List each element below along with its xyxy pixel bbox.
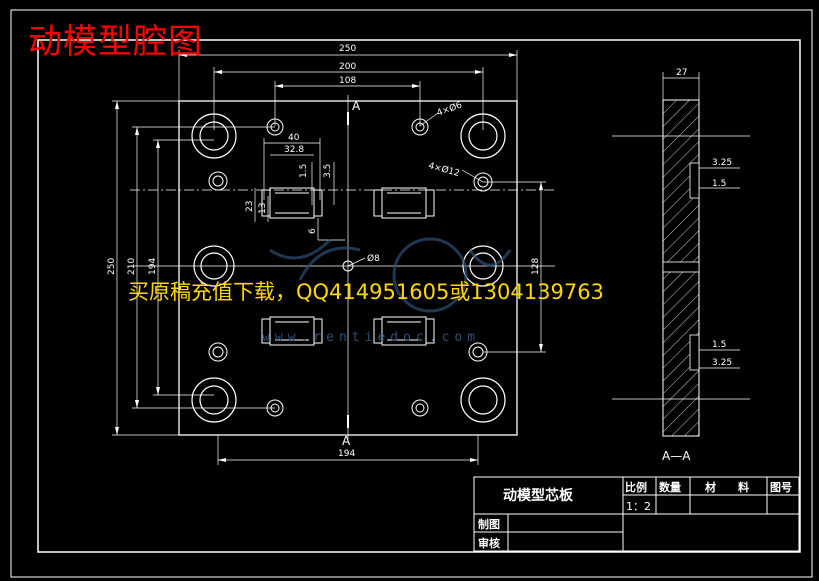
watermark-url: www.rentiedoc.com <box>262 330 480 345</box>
tb-scale-value: 1：2 <box>626 500 651 513</box>
dim-4x12: 4×Ø12 <box>427 160 461 179</box>
dim-6: 6 <box>308 228 318 234</box>
cavity-tl <box>261 187 323 219</box>
dim-32-8: 32.8 <box>284 145 304 155</box>
dim-194-left: 194 <box>148 258 158 275</box>
guide-hole-tl <box>191 113 237 159</box>
dim-194-bottom: 194 <box>338 449 355 459</box>
watermark-text: 买原稿充值下载，QQ414951605或1304139763 <box>128 280 604 304</box>
tb-drawn-by-label: 制图 <box>478 518 500 531</box>
section-view-label: A—A <box>662 449 691 463</box>
guide-pillar-holes <box>191 113 506 423</box>
tb-part-name: 动模型芯板 <box>503 488 573 504</box>
tb-scale-label: 比例 <box>625 481 647 494</box>
tb-checked-by-label: 审核 <box>478 537 500 550</box>
guide-hole-tr <box>460 113 506 159</box>
dim-1-5: 1.5 <box>299 164 309 178</box>
section-letters: A A <box>342 99 361 448</box>
dim-3-5: 3.5 <box>323 164 333 178</box>
cavities <box>261 187 435 346</box>
cavity-tr <box>373 187 435 219</box>
guide-hole-br <box>460 377 506 423</box>
dim-250-top: 250 <box>339 44 356 54</box>
dimension-arrows <box>115 53 543 462</box>
section-letter-top: A <box>352 99 361 113</box>
dim-250-left: 250 <box>107 258 117 275</box>
cavity-bl <box>261 316 323 346</box>
section-letter-bottom: A <box>342 434 351 448</box>
outer-frame <box>10 9 813 578</box>
cavity-br <box>373 316 435 346</box>
dim-108: 108 <box>339 76 356 86</box>
guide-hole-bl <box>191 377 237 423</box>
title-block <box>473 476 800 552</box>
side-dim-1-5-bot: 1.5 <box>712 340 726 350</box>
dim-dia8: Ø8 <box>367 253 380 264</box>
dim-4x6: 4×Ø6 <box>435 99 464 118</box>
tb-drawing-no-label: 图号 <box>770 481 792 494</box>
dim-40: 40 <box>288 133 300 143</box>
dim-128-right: 128 <box>531 258 541 275</box>
tb-qty-label: 数量 <box>659 481 681 494</box>
dim-210-left: 210 <box>127 258 137 275</box>
watermark-logo <box>269 237 512 313</box>
section-view <box>612 72 750 437</box>
inner-frame <box>37 39 801 553</box>
dim-23: 23 <box>245 201 255 212</box>
guide-hole-ml <box>193 245 235 287</box>
page-title: 动模型腔图 <box>28 22 203 62</box>
section-view-labels: 27 3.25 1.5 1.5 3.25 A—A <box>662 68 732 463</box>
side-dim-3-25-bot: 3.25 <box>712 358 732 368</box>
screw-holes <box>208 118 493 417</box>
side-dim-3-25-top: 3.25 <box>712 158 732 168</box>
dimension-lines <box>112 50 546 465</box>
side-dim-27: 27 <box>676 68 687 78</box>
dim-13: 13 <box>258 203 268 214</box>
tb-material-label: 材 料 <box>705 481 749 494</box>
guide-hole-mr <box>462 245 504 287</box>
side-dim-1-5-top: 1.5 <box>712 179 726 189</box>
dim-200: 200 <box>339 62 356 72</box>
